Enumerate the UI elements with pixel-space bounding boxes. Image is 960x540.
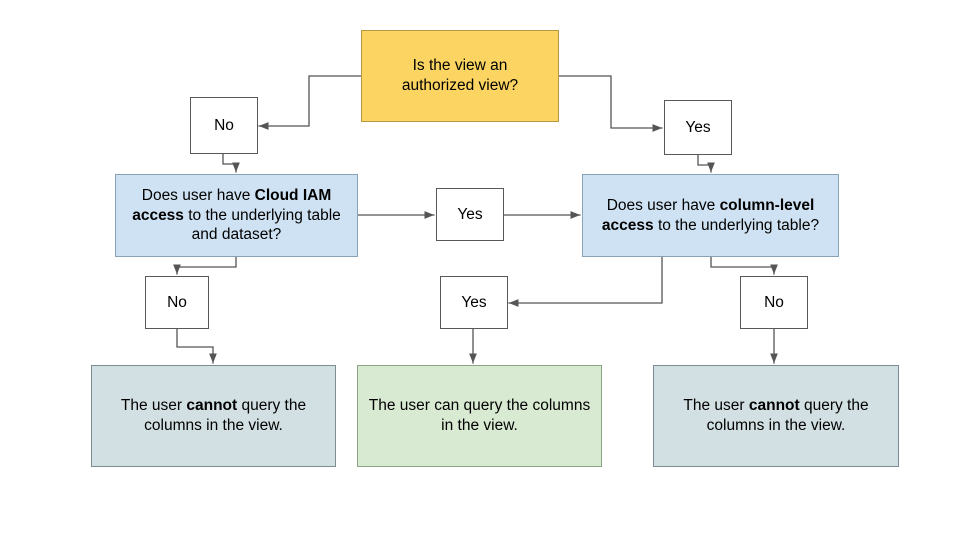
node-edge-label-no-column[interactable]: No: [740, 276, 808, 329]
edge-no-to-result-left: [176, 328, 217, 364]
node-edge-label-yes-column-text: Yes: [461, 293, 487, 311]
node-edge-label-yes-middle-text: Yes: [457, 205, 483, 223]
node-edge-label-no-top-text: No: [214, 116, 234, 134]
edge-no-to-iam: [222, 153, 240, 173]
node-result-right-label: The user cannot query the columns in the…: [683, 397, 869, 434]
node-result-cannot-query-right[interactable]: The user cannot query the columns in the…: [653, 365, 899, 467]
edge-column-to-yes: [508, 256, 663, 307]
node-result-left-label: The user cannot query the columns in the…: [120, 397, 307, 434]
node-decision-cloud-iam-access[interactable]: Does user have Cloud IAM access to the u…: [115, 174, 358, 257]
node-edge-label-yes-top[interactable]: Yes: [664, 100, 732, 155]
node-edge-label-no-column-text: No: [764, 293, 784, 311]
edge-iam-to-no: [173, 256, 237, 275]
node-edge-label-yes-column[interactable]: Yes: [440, 276, 508, 329]
node-edge-label-yes-top-text: Yes: [685, 118, 711, 136]
edge-column-to-no: [710, 256, 778, 275]
node-decision-cloud-iam-label: Does user have Cloud IAM access to the u…: [132, 187, 341, 244]
node-decision-column-level-access[interactable]: Does user have column-level access to th…: [582, 174, 839, 257]
node-result-cannot-query-left[interactable]: The user cannot query the columns in the…: [91, 365, 336, 467]
node-result-can-query-middle[interactable]: The user can query the columns in the vi…: [357, 365, 602, 467]
node-result-middle-label: The user can query the columns in the vi…: [368, 397, 591, 434]
node-edge-label-no-top[interactable]: No: [190, 97, 258, 154]
node-decision-column-level-label: Does user have column-level access to th…: [601, 196, 820, 234]
node-edge-label-no-iam[interactable]: No: [145, 276, 209, 329]
node-edge-label-yes-middle[interactable]: Yes: [436, 188, 504, 241]
edge-start-to-no: [258, 75, 362, 130]
edge-start-to-yes: [558, 75, 663, 132]
node-edge-label-no-iam-text: No: [167, 293, 187, 311]
edge-yes-to-column: [697, 154, 715, 173]
